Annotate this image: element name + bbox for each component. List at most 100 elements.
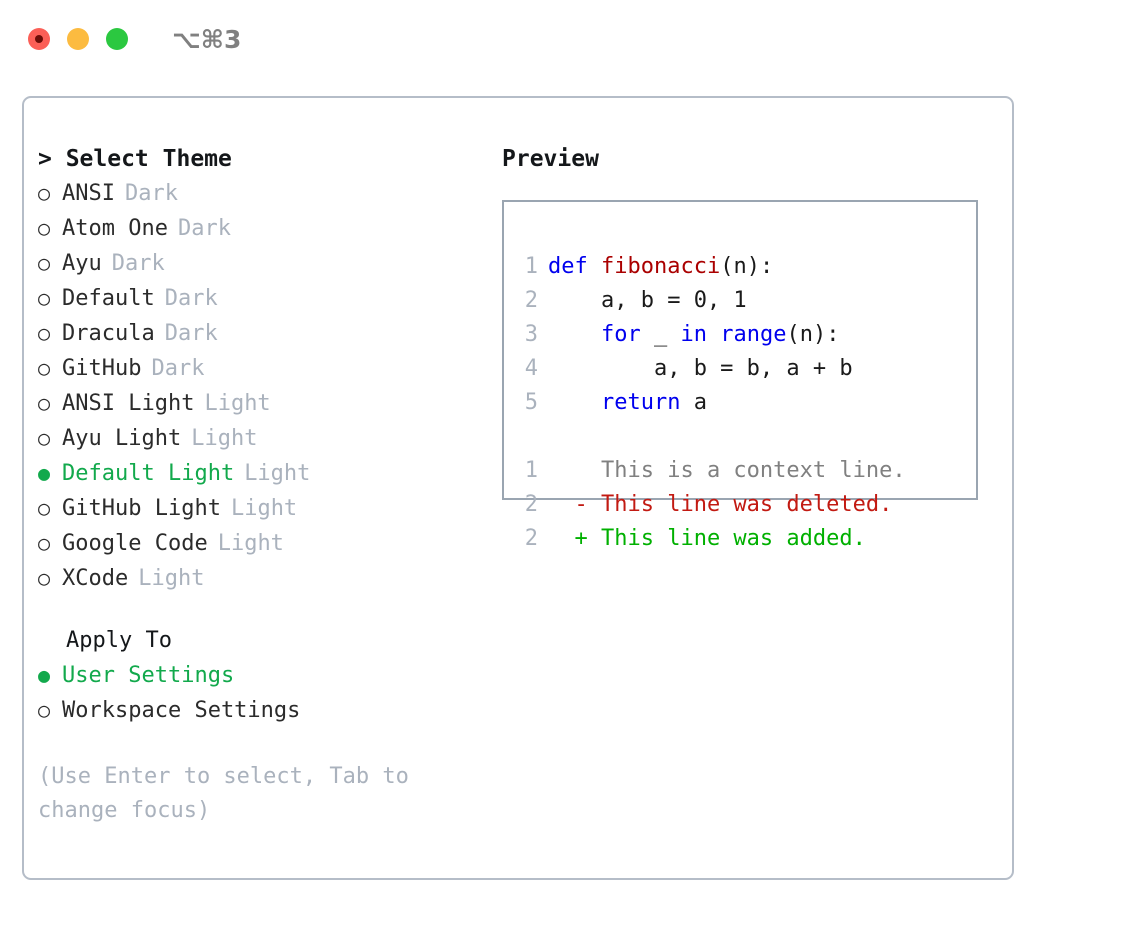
theme-name-label: XCode — [62, 566, 129, 591]
code-line: 1 def fibonacci(n): — [516, 250, 906, 284]
maximize-button-icon[interactable] — [106, 28, 128, 50]
line-number: 2 — [524, 526, 538, 551]
diff-marker: + — [548, 526, 601, 551]
radio-unselected-icon: ○ — [38, 216, 51, 240]
close-button-icon[interactable] — [28, 28, 50, 50]
theme-kind-label: Light — [138, 566, 205, 591]
code-token: def — [548, 254, 601, 279]
theme-list-item[interactable]: ○ GitHub Dark — [38, 351, 488, 386]
code-token: a, b = 0, 1 — [548, 288, 747, 313]
code-token — [548, 322, 601, 347]
diff-marker: - — [548, 492, 601, 517]
keyboard-hint-text: (Use Enter to select, Tab to change focu… — [38, 764, 409, 823]
theme-kind-label: Light — [191, 426, 258, 451]
apply-to-section: Apply To ●User Settings○Workspace Settin… — [38, 624, 488, 728]
diff-line: 2 + This line was added. — [516, 522, 906, 556]
radio-unselected-icon: ○ — [38, 698, 51, 722]
theme-name-label: Dracula — [62, 321, 155, 346]
code-token — [548, 390, 601, 415]
apply-to-label: Workspace Settings — [62, 698, 301, 723]
line-number: 5 — [524, 390, 538, 415]
apply-to-item[interactable]: ○ Workspace Settings — [38, 693, 488, 728]
theme-list-item[interactable]: ○ GitHub Light Light — [38, 491, 488, 526]
radio-unselected-icon: ○ — [38, 286, 51, 310]
apply-to-item[interactable]: ● User Settings — [38, 658, 488, 693]
line-number: 2 — [524, 492, 538, 517]
code-diff-separator — [516, 420, 906, 454]
code-line: 3 for _ in range(n): — [516, 318, 906, 352]
theme-name-label: Ayu — [62, 251, 102, 276]
theme-list-item[interactable]: ○ Ayu Dark — [38, 246, 488, 281]
line-number: 3 — [524, 322, 538, 347]
diff-line: 2 - This line was deleted. — [516, 488, 906, 522]
radio-selected-icon: ● — [38, 461, 51, 485]
code-token: (n): — [720, 254, 774, 279]
theme-name-label: GitHub Light — [62, 496, 221, 521]
apply-to-label: User Settings — [62, 663, 235, 688]
title-bar: ⌥⌘3 — [0, 0, 1140, 78]
theme-list-item[interactable]: ○ Google Code Light — [38, 526, 488, 561]
window-controls — [28, 28, 128, 50]
radio-unselected-icon: ○ — [38, 496, 51, 520]
diff-marker — [548, 458, 601, 483]
theme-name-label: Default — [62, 286, 155, 311]
theme-name-label: Google Code — [62, 531, 208, 556]
diff-line: 1 This is a context line. — [516, 454, 906, 488]
theme-kind-label: Dark — [164, 286, 218, 311]
theme-kind-label: Light — [217, 531, 284, 556]
diff-text: This line was added. — [600, 526, 866, 551]
line-number: 2 — [524, 288, 538, 313]
radio-unselected-icon: ○ — [38, 391, 51, 415]
theme-list-item[interactable]: ○ Ayu Light Light — [38, 421, 488, 456]
theme-name-label: Atom One — [62, 216, 168, 241]
code-token: return — [600, 390, 681, 415]
radio-unselected-icon: ○ — [38, 181, 51, 205]
select-theme-heading: > Select Theme — [38, 146, 232, 172]
keyboard-shortcut-label: ⌥⌘3 — [172, 24, 242, 54]
theme-kind-label: Light — [204, 391, 271, 416]
minimize-button-icon[interactable] — [67, 28, 89, 50]
theme-kind-label: Light — [244, 461, 311, 486]
theme-name-label: Default Light — [62, 461, 235, 486]
theme-kind-label: Dark — [124, 181, 178, 206]
theme-kind-label: Dark — [151, 356, 205, 381]
theme-list-item[interactable]: ● Default Light Light — [38, 456, 488, 491]
code-line: 2 a, b = 0, 1 — [516, 284, 906, 318]
theme-kind-label: Light — [230, 496, 298, 521]
radio-unselected-icon: ○ — [38, 251, 51, 275]
theme-kind-label: Dark — [111, 251, 165, 276]
theme-name-label: Ayu Light — [62, 426, 182, 451]
code-token: fibonacci — [600, 254, 721, 279]
code-token: (n): — [786, 322, 840, 347]
theme-list-item[interactable]: ○ Default Dark — [38, 281, 488, 316]
code-token: in range — [680, 322, 787, 347]
radio-unselected-icon: ○ — [38, 356, 51, 380]
code-token: _ — [640, 322, 681, 347]
code-token: a, b = b, a + b — [548, 356, 853, 381]
radio-selected-icon: ● — [38, 663, 51, 687]
line-number: 1 — [524, 254, 538, 279]
code-line: 4 a, b = b, a + b — [516, 352, 906, 386]
apply-to-list: ● User Settings ○ Workspace Settings — [38, 658, 488, 728]
radio-unselected-icon: ○ — [38, 426, 51, 450]
theme-list-item[interactable]: ○ Dracula Dark — [38, 316, 488, 351]
line-number: 4 — [524, 356, 538, 381]
radio-unselected-icon: ○ — [38, 321, 51, 345]
preview-heading: Preview — [502, 146, 599, 172]
line-number: 1 — [524, 458, 538, 483]
theme-name-label: GitHub — [62, 356, 142, 381]
theme-kind-label: Dark — [164, 321, 218, 346]
radio-unselected-icon: ○ — [38, 531, 51, 555]
diff-text: This is a context line. — [600, 458, 906, 483]
